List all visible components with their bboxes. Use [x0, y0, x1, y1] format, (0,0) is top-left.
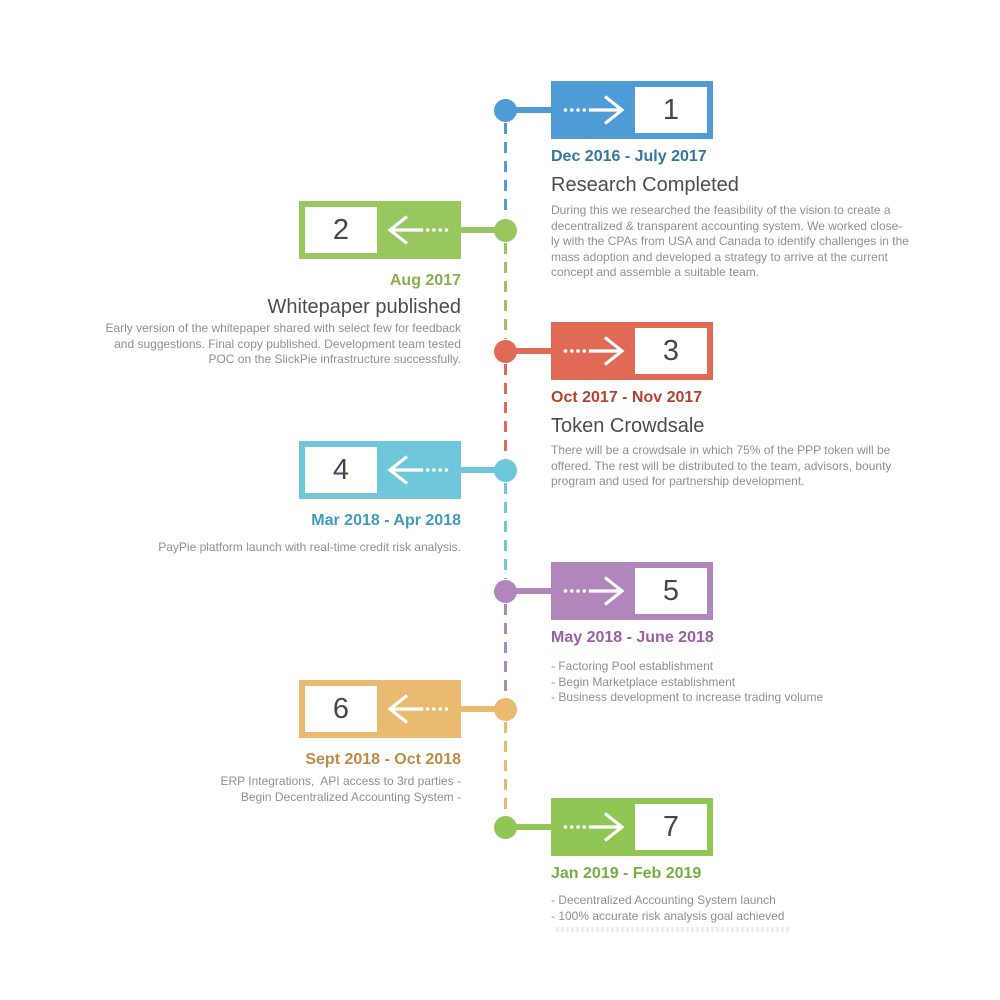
- arrow-right-icon: [557, 92, 635, 128]
- milestone-description: PayPie platform launch with real-time cr…: [158, 540, 461, 554]
- number-plate: 5: [635, 568, 707, 614]
- arrow-left-icon: [377, 691, 455, 727]
- arrow-left-icon: [377, 452, 455, 488]
- milestone-title: Token Crowdsale: [551, 415, 705, 437]
- milestone-description: ERP Integrations, API access to 3rd part…: [220, 774, 461, 804]
- timeline-node-dot: [494, 580, 517, 603]
- faint-watermark-line: [556, 927, 789, 932]
- date-range: Aug 2017: [389, 272, 461, 289]
- arrow-right-icon: [557, 809, 635, 845]
- timeline-node-dot: [494, 816, 517, 839]
- timeline-dash-segment: [504, 483, 507, 579]
- milestone-title: Research Completed: [551, 174, 739, 196]
- number-label: 5: [662, 574, 680, 607]
- milestone-description: - Decentralized Accounting System launch…: [551, 893, 785, 923]
- connector-line: [455, 227, 506, 233]
- milestone-title: Whitepaper published: [267, 296, 461, 318]
- number-plate: 2: [305, 207, 377, 253]
- connector-line: [506, 588, 553, 594]
- number-label: 2: [332, 213, 350, 246]
- date-range: Dec 2016 - July 2017: [551, 148, 707, 165]
- date-range: Oct 2017 - Nov 2017: [551, 389, 703, 406]
- date-range: Sept 2018 - Oct 2018: [305, 751, 461, 768]
- connector-line: [455, 467, 506, 473]
- number-label: 6: [332, 692, 350, 725]
- connector-line: [506, 348, 553, 354]
- timeline-node-dot: [494, 698, 517, 721]
- milestone-description: Early version of the whitepaper shared w…: [105, 321, 461, 366]
- connector-line: [506, 824, 553, 830]
- timeline-dash-segment: [504, 604, 507, 697]
- milestone-description: During this we researched the feasibilit…: [551, 203, 909, 279]
- number-label: 4: [332, 453, 350, 486]
- milestone-number-box: 2: [299, 201, 461, 259]
- timeline-dash-segment: [504, 364, 507, 458]
- timeline-node-dot: [494, 340, 517, 363]
- number-plate: 6: [305, 686, 377, 732]
- arrow-right-icon: [557, 573, 635, 609]
- milestone-number-box: 5: [551, 562, 713, 620]
- milestone-number-box: 6: [299, 680, 461, 738]
- number-label: 7: [662, 810, 680, 843]
- number-plate: 1: [635, 87, 707, 133]
- milestone-number-box: 7: [551, 798, 713, 856]
- timeline-dash-segment: [504, 123, 507, 218]
- timeline-dash-segment: [504, 722, 507, 815]
- timeline-node-dot: [494, 219, 517, 242]
- milestone-number-box: 3: [551, 322, 713, 380]
- date-range: Mar 2018 - Apr 2018: [311, 512, 461, 529]
- connector-line: [455, 706, 506, 712]
- number-label: 3: [662, 334, 680, 367]
- number-plate: 3: [635, 328, 707, 374]
- date-range: May 2018 - June 2018: [551, 629, 714, 646]
- timeline-dash-segment: [504, 243, 507, 339]
- milestone-description: There will be a crowdsale in which 75% o…: [551, 443, 892, 488]
- arrow-right-icon: [557, 333, 635, 369]
- number-plate: 7: [635, 804, 707, 850]
- timeline-node-dot: [494, 459, 517, 482]
- milestone-description: - Factoring Pool establishment - Begin M…: [551, 659, 824, 704]
- number-plate: 4: [305, 447, 377, 493]
- number-label: 1: [662, 93, 680, 126]
- arrow-left-icon: [377, 212, 455, 248]
- milestone-number-box: 1: [551, 81, 713, 139]
- milestone-number-box: 4: [299, 441, 461, 499]
- date-range: Jan 2019 - Feb 2019: [551, 865, 702, 882]
- connector-line: [506, 107, 553, 113]
- timeline-node-dot: [494, 99, 517, 122]
